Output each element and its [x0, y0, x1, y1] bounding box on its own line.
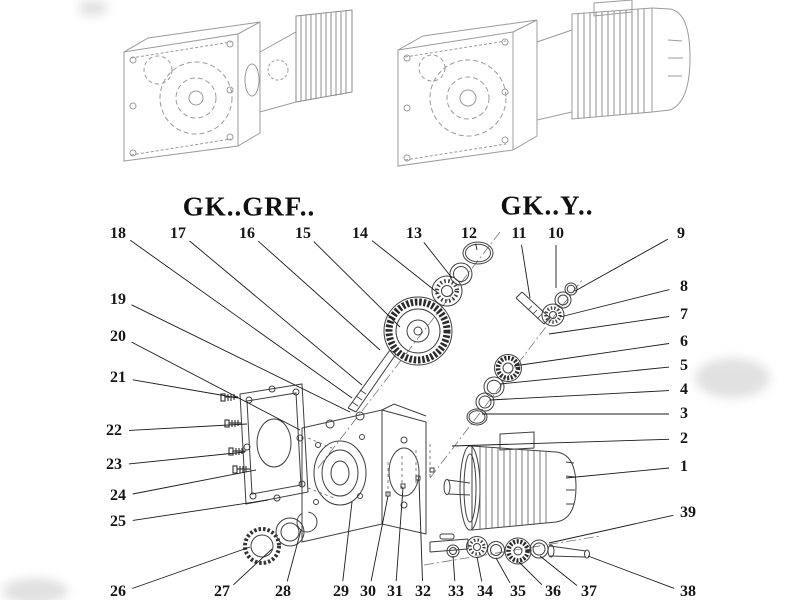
- main-shaft-and-gear: [347, 241, 494, 413]
- input-shaft-assembly: [466, 282, 578, 426]
- assembled-view-gky: [397, 0, 691, 167]
- gear-housing: [301, 403, 427, 543]
- model-label-gky: GK..Y..: [500, 190, 594, 221]
- motor-mount-fasteners: [385, 444, 435, 498]
- model-label-gkgrf: GK..GRF..: [182, 191, 316, 222]
- assembled-view-gkgrf: [123, 9, 353, 162]
- watermark-blob: [695, 358, 770, 398]
- leader-lines: [128, 238, 675, 589]
- exploded-view: [220, 231, 601, 566]
- flange-screws: [220, 393, 250, 474]
- output-shaft-assembly: [429, 533, 590, 565]
- axis-line-main: [317, 231, 501, 469]
- axis-line-input: [429, 279, 583, 479]
- watermark-blob: [78, 0, 108, 16]
- output-seal-rings: [243, 511, 318, 565]
- axis-line-output: [423, 535, 601, 566]
- watermark-blob: [2, 578, 68, 600]
- flange-plate: [239, 383, 309, 505]
- electric-motor: [443, 431, 577, 531]
